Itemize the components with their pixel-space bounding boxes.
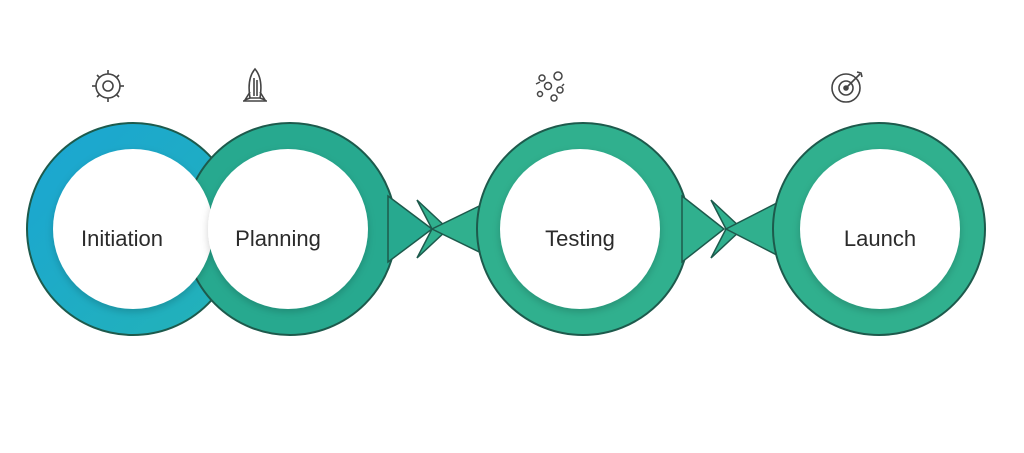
stage-launch-label: Launch (844, 226, 916, 251)
stage-planning-label: Planning (235, 226, 321, 251)
stage-planning-disc (208, 149, 368, 309)
stage-testing-disc (500, 149, 660, 309)
stage-initiation-label: Initiation (81, 226, 163, 251)
stage-initiation-disc (53, 149, 213, 309)
planning-arrow-tip (387, 194, 434, 264)
rocket-icon (243, 67, 267, 102)
testing-arrow-tip (681, 194, 726, 264)
gear-icon (92, 70, 124, 102)
target-icon (831, 71, 863, 103)
stage-launch-disc (800, 149, 960, 309)
bug-cluster-icon (535, 71, 565, 102)
stage-testing-label: Testing (545, 226, 615, 251)
